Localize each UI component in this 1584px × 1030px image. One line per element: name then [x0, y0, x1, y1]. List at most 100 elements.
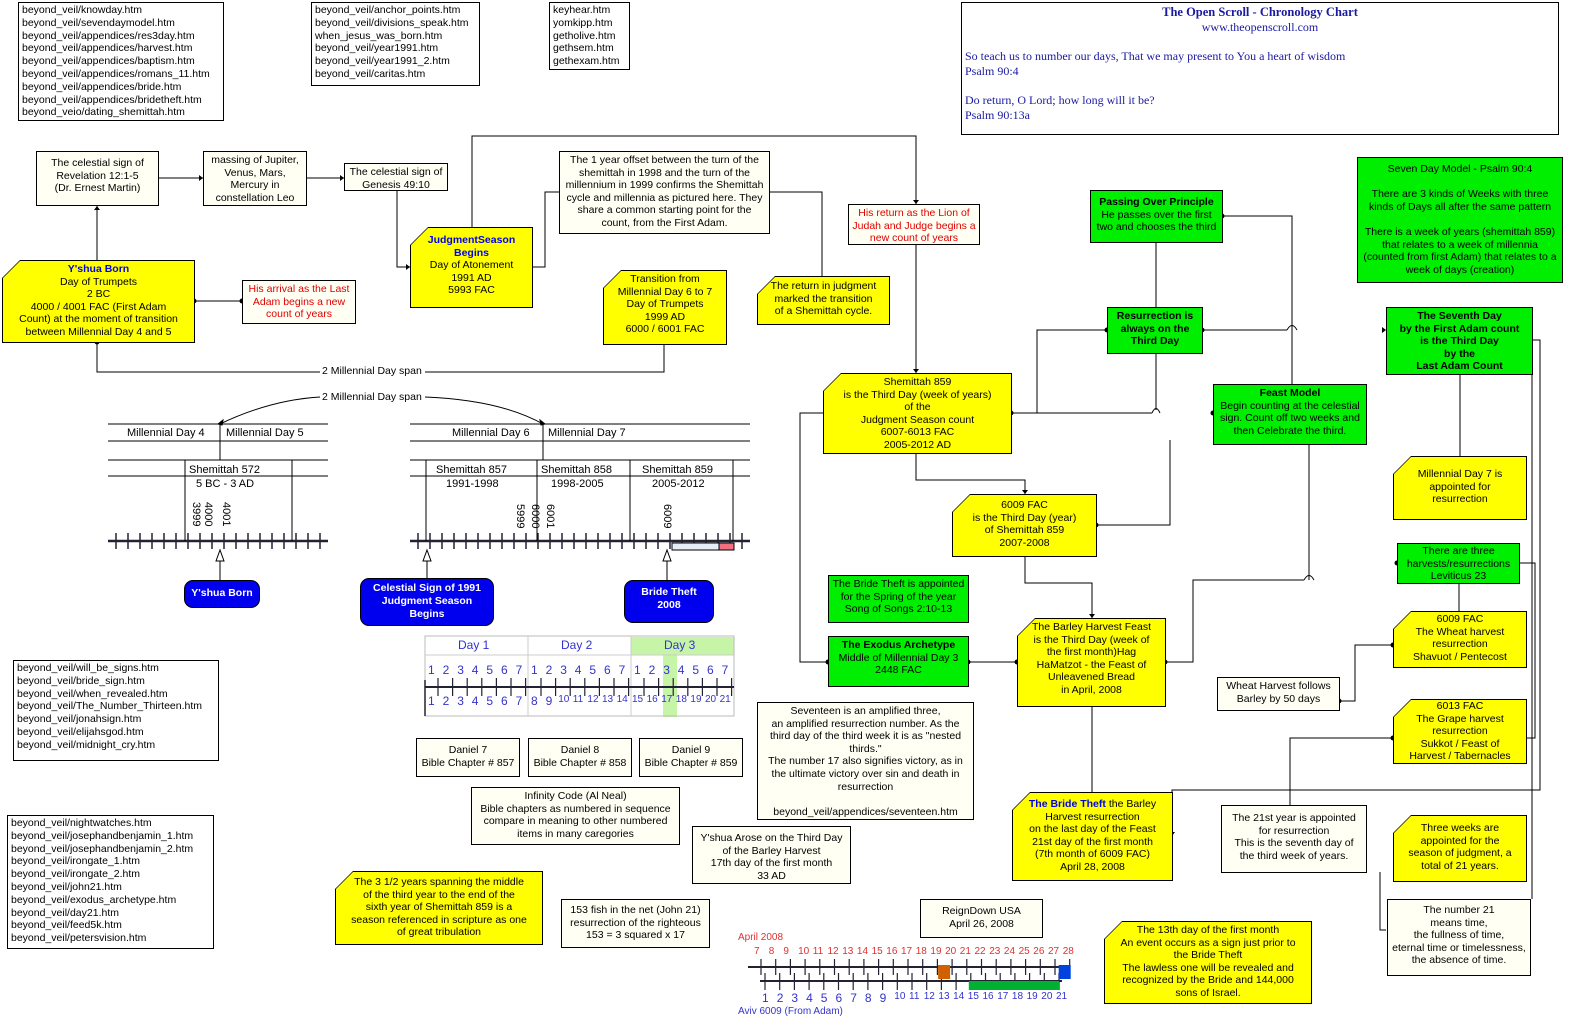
link-item[interactable]: beyond_veil/appendices/harvest.htm — [22, 42, 193, 55]
link-item[interactable]: beyond_veil/josephandbenjamin_1.htm — [11, 829, 194, 842]
bride-theft-marker[interactable]: Bride Theft 2008 — [624, 580, 714, 623]
link-item[interactable]: when_jesus_was_born.htm — [315, 29, 443, 42]
weekday-number: 6 — [501, 663, 508, 677]
link-item[interactable]: beyond_veil/irongate_2.htm — [11, 868, 141, 881]
link-item[interactable]: getholive.htm — [553, 29, 616, 42]
link-item[interactable]: beyond_veil/caritas.htm — [315, 67, 426, 80]
link-item[interactable]: beyond_veil/knowday.htm — [22, 4, 143, 16]
link-item[interactable]: beyond_veil/josephandbenjamin_2.htm — [11, 842, 194, 855]
title-box: The Open Scroll - Chronology Chart www.t… — [961, 2, 1559, 135]
marker-arrow-icon — [215, 548, 225, 562]
site-url[interactable]: www.theopenscroll.com — [1201, 20, 1319, 34]
celestial-sign-marker[interactable]: Celestial Sign of 1991 Judgment Season B… — [360, 578, 494, 626]
shemittah-572: Shemittah 572 — [189, 464, 260, 476]
sequence-number: 13 — [602, 694, 614, 705]
aviv-day-label: 4 — [806, 991, 813, 1005]
link-item[interactable]: beyond_veil/day21.htm — [11, 906, 119, 919]
sequence-number: 5 — [486, 694, 494, 708]
yshua-born-body: Day of Trumpets 2 BC 4000 / 4001 FAC (Fi… — [19, 275, 178, 338]
link-item[interactable]: beyond_veil/appendices/bridetheft.htm — [22, 93, 202, 106]
aviv-day-label: 3 — [791, 991, 799, 1005]
link-item[interactable]: gethsem.htm — [553, 42, 614, 55]
shemittah-857-years: 1991-1998 — [446, 478, 499, 490]
thirteenth-day-text: The 13th day of the first month An event… — [1105, 922, 1311, 1003]
span-label-2: 2 Millennial Day span — [322, 391, 422, 403]
day-label: Day 3 — [664, 638, 696, 652]
date-label: 11 — [812, 946, 824, 957]
weekday-number: 3 — [560, 663, 567, 677]
aviv-day-label: 17 — [997, 991, 1009, 1002]
shemittah-859: Shemittah 859 — [642, 464, 713, 476]
offset-note: The 1 year offset between the turn of th… — [559, 151, 770, 234]
aviv-day-label: 15 — [967, 991, 979, 1002]
return-judgment-box: The return in judgment marked the transi… — [757, 276, 890, 325]
link-item[interactable]: beyond_veil/jonahsign.htm — [17, 713, 142, 726]
verse-1: So teach us to number our days, That we … — [965, 49, 1346, 63]
link-item[interactable]: beyond_veil/exodus_archetype.htm — [11, 893, 177, 906]
sequence-number: 6 — [501, 694, 508, 708]
link-item[interactable]: beyond_veil/will_be_signs.htm — [17, 662, 159, 674]
shemittah-859-box: Shemittah 859 is the Third Day (week of … — [823, 373, 1012, 454]
date-label: 15 — [871, 946, 883, 957]
link-item[interactable]: beyond_veio/dating_shemittah.htm — [22, 106, 185, 119]
tick-label-3999: 3999 — [190, 502, 202, 527]
link-item[interactable]: beyond_veil/john21.htm — [11, 880, 122, 893]
link-item[interactable]: yomkipp.htm — [553, 16, 613, 29]
barley-harvest-box: The Barley Harvest Feast is the Third Da… — [1017, 618, 1166, 707]
link-item[interactable]: beyond_veil/nightwatches.htm — [11, 817, 152, 829]
yshua-born-marker[interactable]: Y'shua Born — [184, 580, 260, 608]
verse-1-ref: Psalm 90:4 — [965, 64, 1019, 78]
link-item[interactable]: beyond_veil/The_Number_Thirteen.htm — [17, 700, 203, 713]
link-item[interactable]: beyond_veil/bride_sign.htm — [17, 674, 145, 687]
link-item[interactable]: beyond_veil/anchor_points.htm — [315, 4, 461, 16]
weekday-number: 1 — [428, 663, 435, 677]
link-item[interactable]: gethexam.htm — [553, 55, 620, 68]
genesis-sign-box: The celestial sign of Genesis 49:10 — [344, 163, 448, 191]
link-item[interactable]: beyond_veil/year1991_2.htm — [315, 55, 450, 68]
arrival-note: His arrival as the Last Adam begins a ne… — [242, 280, 356, 324]
link-item[interactable]: keyhear.htm — [553, 4, 611, 16]
link-item[interactable]: beyond_veil/appendices/res3day.htm — [22, 29, 195, 42]
sequence-number: 17 — [661, 694, 673, 705]
link-item[interactable]: beyond_veil/elijahsgod.htm — [17, 725, 144, 738]
link-item[interactable]: beyond_veil/midnight_cry.htm — [17, 738, 156, 751]
sequence-number: 15 — [632, 694, 644, 705]
three-weeks-box: Three weeks are appointed for the season… — [1393, 815, 1527, 882]
link-item[interactable]: beyond_veil/petersvision.htm — [11, 932, 147, 945]
aviv-label: Aviv 6009 (From Adam) — [738, 1006, 843, 1017]
link-item[interactable]: beyond_veil/year1991.htm — [315, 42, 439, 55]
millennial-day-7-text: Millennial Day 7 is appointed for resurr… — [1394, 457, 1526, 519]
aviv-day-label: 6 — [835, 991, 843, 1005]
link-item[interactable]: beyond_veil/appendices/baptism.htm — [22, 55, 195, 68]
link-item[interactable]: beyond_veil/divisions_speak.htm — [315, 16, 469, 29]
date-label: 21 — [959, 946, 971, 957]
number-21-note: The number 21 means time, the fullness o… — [1387, 899, 1531, 976]
unleavened-bread-range — [968, 981, 1059, 990]
bride-theft-title: The Bride Theft — [1028, 798, 1106, 810]
aviv-day-label: 13 — [938, 991, 950, 1002]
link-item[interactable]: beyond_veil/when_revealed.htm — [17, 687, 168, 700]
wheat-harvest-text: 6009 FAC The Wheat harvest resurrection … — [1394, 612, 1526, 667]
sequence-number: 10 — [558, 694, 570, 705]
tick-label-4000: 4000 — [202, 502, 214, 527]
link-item[interactable]: beyond_veil/sevendaymodel.htm — [22, 16, 175, 29]
millennial-day-7-box: Millennial Day 7 is appointed for resurr… — [1393, 456, 1527, 520]
link-item[interactable]: beyond_veil/feed5k.htm — [11, 919, 122, 932]
revelation-sign-box: The celestial sign of Revelation 12:1-5 … — [36, 151, 159, 206]
link-item[interactable]: beyond_veil/appendices/romans_11.htm — [22, 67, 210, 80]
sequence-number: 7 — [515, 694, 523, 708]
weekday-number: 4 — [677, 663, 685, 677]
date-label: 16 — [886, 946, 898, 957]
link-item[interactable]: beyond_veil/irongate_1.htm — [11, 855, 141, 868]
tick-label-6000: 6000 — [529, 504, 541, 529]
date-label: 18 — [915, 946, 927, 957]
link-item[interactable]: beyond_veil/appendices/bride.htm — [22, 80, 182, 93]
weekday-number: 2 — [442, 663, 450, 677]
weekday-number: 3 — [457, 663, 464, 677]
date-label: 27 — [1048, 946, 1060, 957]
aviv-day-label: 7 — [850, 991, 857, 1005]
aviv-day-label: 10 — [894, 991, 906, 1002]
sequence-number: 11 — [572, 694, 584, 705]
